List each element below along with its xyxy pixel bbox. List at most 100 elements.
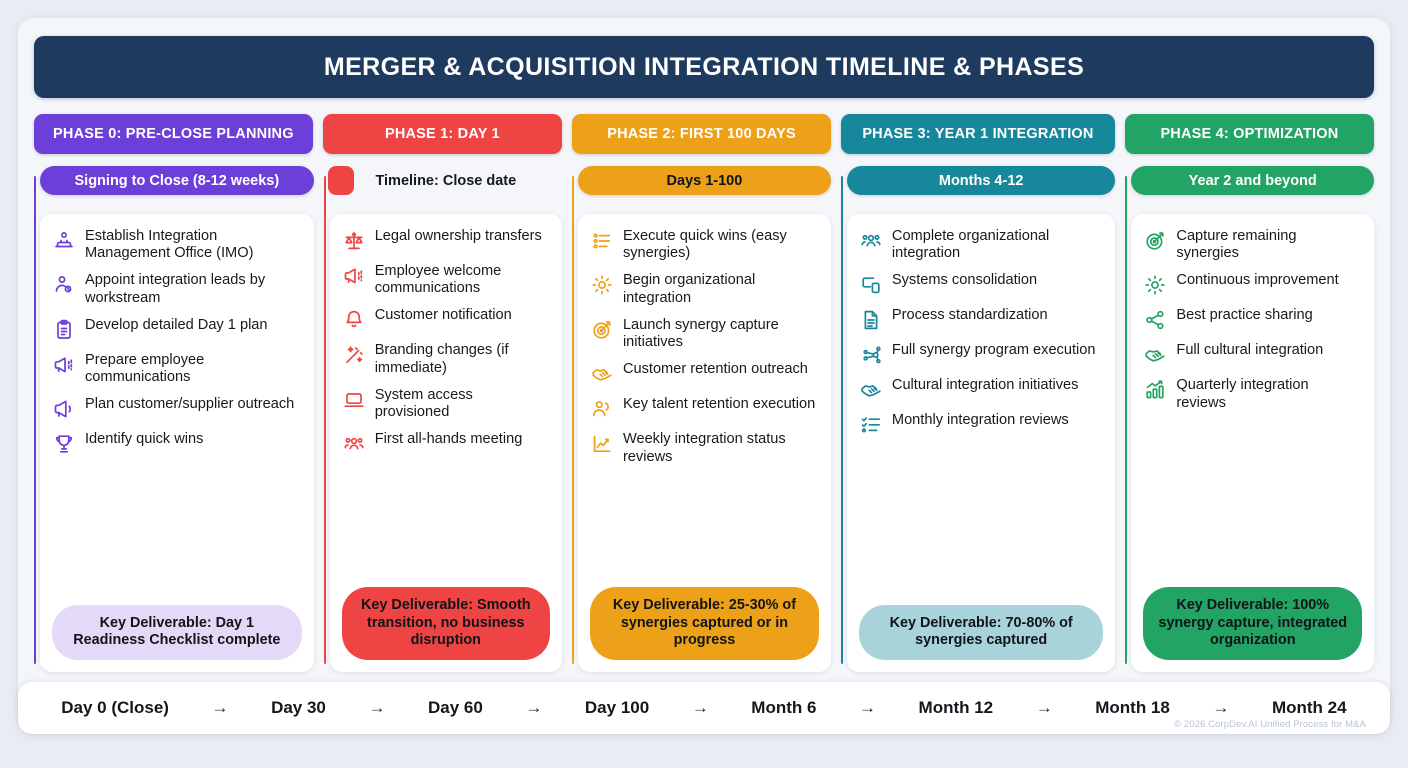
list-item[interactable]: Prepare employee communications (52, 352, 302, 386)
list-item[interactable]: Legal ownership transfers (342, 228, 550, 253)
list-item[interactable]: Develop detailed Day 1 plan (52, 317, 302, 342)
timeline-arrow-icon: → (1035, 698, 1053, 717)
list-item[interactable]: Process standardization (859, 307, 1104, 332)
phase-header-2[interactable]: PHASE 2: FIRST 100 DAYS (572, 114, 832, 154)
megaphone-lines-icon (52, 353, 76, 377)
phase-column-0: Signing to Close (8-12 weeks) Establish I… (34, 166, 314, 672)
list-item-label: Weekly integration status reviews (622, 431, 786, 465)
phase-header-label: PHASE 4: OPTIMIZATION (1160, 126, 1339, 142)
phase-subtitle-3: Months 4-12 (846, 166, 1116, 195)
user-assign-icon (52, 273, 76, 297)
list-item-label: System access provisioned (374, 386, 473, 421)
list-item-label: Systems consolidation (891, 272, 1038, 289)
list-item[interactable]: Continuous improvement (1143, 272, 1362, 297)
list-item-label: Execute quick wins (easy synergies) (622, 228, 787, 262)
list-item[interactable]: Complete organizational integration (859, 228, 1104, 262)
phase-subtitle-0: Signing to Close (8-12 weeks) (40, 166, 314, 195)
phase-header-1[interactable]: PHASE 1: DAY 1 (322, 114, 563, 154)
list-item-label: Legal ownership transfers (374, 228, 542, 244)
list-item[interactable]: Execute quick wins (easy synergies) (590, 228, 819, 262)
phase-header-3[interactable]: PHASE 3: YEAR 1 INTEGRATION (841, 114, 1115, 154)
megaphone-icon (52, 397, 76, 421)
list-item-label: Cultural integration initiatives (891, 377, 1079, 394)
timeline-point-6: Month 18 (1095, 698, 1170, 717)
list-item[interactable]: Monthly integration reviews (859, 412, 1104, 437)
bar-chart-up-icon (1143, 378, 1167, 402)
phase-header-label: PHASE 0: PRE-CLOSE PLANNING (53, 126, 294, 142)
title-bar: MERGER & ACQUISITION INTEGRATION TIMELIN… (34, 36, 1374, 98)
list-item[interactable]: Establish Integration Management Office … (52, 228, 302, 262)
list-item-label: Capture remaining synergies (1176, 228, 1297, 262)
phase-header-label: PHASE 3: YEAR 1 INTEGRATION (862, 126, 1094, 142)
list-item[interactable]: Full synergy program execution (859, 342, 1104, 367)
footer-copyright: © 2026 CorpDev.AI Unified Process for M&… (1173, 719, 1366, 730)
phase-subtitle-label: Signing to Close (8-12 weeks) (74, 172, 280, 189)
activity-list: Establish Integration Management Office … (52, 228, 302, 595)
document-icon (859, 308, 883, 332)
list-item-label: Begin organizational integration (622, 272, 756, 306)
line-chart-icon (590, 432, 614, 456)
checklist-icon (590, 229, 614, 253)
key-deliverable-badge-1: Key Deliverable: Smooth transition, no b… (341, 587, 550, 660)
list-item-label: Branding changes (if immediate) (374, 342, 509, 376)
timeline-arrow-icon: → (691, 698, 709, 717)
list-item-label: First all-hands meeting (374, 431, 523, 448)
scales-icon (342, 229, 366, 253)
list-item[interactable]: Employee welcome communications (342, 263, 550, 297)
list-item[interactable]: Branding changes (if immediate) (342, 342, 550, 376)
list-item[interactable]: Appoint integration leads by workstream (52, 272, 302, 306)
list-item[interactable]: Systems consolidation (859, 272, 1104, 297)
list-item-label: Customer retention outreach (622, 361, 808, 378)
timeline-arrow-icon: → (1212, 698, 1230, 717)
phase-columns: Signing to Close (8-12 weeks) Establish I… (34, 166, 1375, 672)
org-chart-icon (52, 229, 76, 253)
list-item-label: Process standardization (891, 307, 1048, 324)
list-item[interactable]: Capture remaining synergies (1143, 228, 1362, 262)
share-nodes-icon (1143, 308, 1167, 332)
list-item[interactable]: Launch synergy capture initiatives (590, 317, 819, 351)
list-item-label: Prepare employee communications (85, 351, 205, 386)
list-item[interactable]: Full cultural integration (1143, 342, 1362, 367)
phase-header-0[interactable]: PHASE 0: PRE-CLOSE PLANNING (34, 114, 313, 154)
list-item[interactable]: Customer notification (342, 307, 550, 332)
list-item-label: Complete organizational integration (891, 228, 1050, 262)
list-item[interactable]: Customer retention outreach (590, 361, 819, 386)
phase-header-4[interactable]: PHASE 4: OPTIMIZATION (1124, 114, 1374, 154)
phase-rail-line (1125, 176, 1128, 664)
list-item-label: Monthly integration reviews (891, 412, 1069, 429)
list-item-label: Best practice sharing (1176, 307, 1313, 324)
key-deliverable-badge-3: Key Deliverable: 70-80% of synergies cap… (858, 604, 1104, 660)
list-item[interactable]: Key talent retention execution (590, 396, 819, 421)
list-item[interactable]: Plan customer/supplier outreach (52, 396, 302, 421)
list-item[interactable]: First all-hands meeting (342, 431, 550, 456)
list-item[interactable]: System access provisioned (342, 387, 550, 421)
list-item[interactable]: Cultural integration initiatives (859, 377, 1104, 402)
list-item-label: Plan customer/supplier outreach (85, 396, 295, 413)
network-nodes-icon (859, 343, 883, 367)
user-pair-icon (590, 397, 614, 421)
timeline-point-4: Month 6 (751, 698, 817, 717)
list-item[interactable]: Begin organizational integration (590, 272, 819, 306)
list-item-label: Quarterly integration reviews (1176, 377, 1309, 411)
handshake-icon (590, 362, 614, 386)
list-item-label: Continuous improvement (1176, 272, 1339, 289)
gear-icon (590, 273, 614, 297)
wand-sparkle-icon (342, 343, 366, 367)
list-item[interactable]: Identify quick wins (52, 431, 302, 456)
timeline-point-7: Month 24 (1271, 698, 1347, 717)
key-deliverable-badge-4: Key Deliverable: 100% synergy capture, i… (1143, 587, 1363, 660)
phase-rail-line (323, 176, 326, 664)
list-item[interactable]: Quarterly integration reviews (1143, 377, 1362, 411)
list-item[interactable]: Best practice sharing (1143, 307, 1362, 332)
list-item-label: Develop detailed Day 1 plan (85, 316, 268, 333)
phase-header-label: PHASE 2: FIRST 100 DAYS (607, 126, 796, 142)
list-item[interactable]: Weekly integration status reviews (590, 431, 819, 465)
phase-subtitle-1: Timeline: Close date (327, 166, 562, 195)
